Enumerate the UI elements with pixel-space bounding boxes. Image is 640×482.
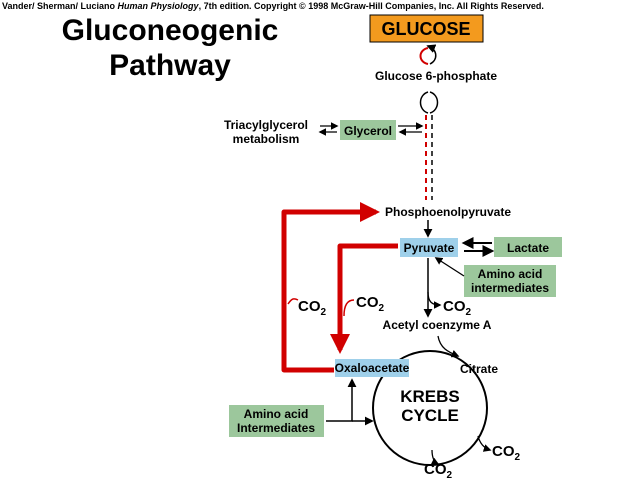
acetyl-coa-label: Acetyl coenzyme A: [383, 318, 492, 332]
amino-acid-lower-label-1: Amino acid: [244, 407, 309, 421]
glucose-box: [369, 14, 484, 43]
oxaloacetate-box: [335, 359, 409, 377]
citrate-label: Citrate: [460, 362, 498, 376]
krebs-cycle-circle: [372, 350, 488, 466]
krebs-co2-right-arrow: [477, 435, 492, 452]
krebs-label-2: CYCLE: [401, 406, 459, 425]
pyruvate-label: Pyruvate: [404, 241, 455, 255]
co2-outer-hook: [287, 298, 299, 305]
pyruvate-co2-branch: [427, 291, 442, 309]
glucose-6-phosphate-label: Glucose 6-phosphate: [375, 69, 497, 83]
credit-line: Vander/ Sherman/ Luciano Human Physiolog…: [2, 1, 544, 11]
amino-acid-intermediates-box: [464, 265, 556, 297]
glycerol-label: Glycerol: [344, 124, 392, 138]
glucose-label: GLUCOSE: [381, 19, 470, 39]
amino-acid-to-pyruvate-arrow: [434, 257, 465, 277]
g6p-loop-left: [419, 91, 429, 114]
amino-acid-intermediates-label-2: intermediates: [471, 281, 549, 295]
oxaloacetate-label: Oxaloacetate: [335, 361, 410, 375]
amino-acid-lower-box: [229, 405, 324, 437]
amino-acid-intermediates-label-1: Amino acid: [478, 267, 543, 281]
co2-krebs-bottom: CO2: [424, 461, 453, 481]
glucose-loop-black: [426, 44, 437, 65]
amino-acid-lower-label-2: Intermediates: [237, 421, 315, 435]
triacylglycerol-label-1: Triacylglycerol: [224, 118, 308, 132]
pyruvate-to-oxaloacetate-red-arrow: [330, 243, 398, 354]
krebs-label-1: KREBS: [400, 387, 460, 406]
glucose-loop-red: [419, 47, 429, 65]
phosphoenolpyruvate-label: Phosphoenolpyruvate: [385, 205, 511, 219]
lactate-box: [494, 237, 562, 257]
amino-acid-to-oxaloacetate-arrow: [326, 378, 357, 422]
krebs-co2-bottom-arrow: [430, 449, 440, 465]
co2-inner-loop: CO2: [356, 294, 385, 314]
g6p-loop-right: [429, 91, 439, 114]
lactate-label: Lactate: [507, 241, 549, 255]
title-line-2: Pathway: [109, 49, 231, 82]
co2-outer-loop: CO2: [298, 298, 327, 318]
oxaloacetate-to-pep-red-arrow: [281, 202, 380, 373]
pyruvate-box: [400, 238, 458, 257]
glycerol-box: [340, 120, 396, 140]
title-line-1: Gluconeogenic: [62, 14, 279, 47]
triacylglycerol-label-2: metabolism: [233, 132, 300, 146]
co2-pyruvate: CO2: [443, 298, 472, 318]
co2-krebs-right: CO2: [492, 443, 521, 463]
co2-inner-hook: [343, 299, 355, 317]
acetyl-to-citrate-arrow: [437, 335, 460, 358]
